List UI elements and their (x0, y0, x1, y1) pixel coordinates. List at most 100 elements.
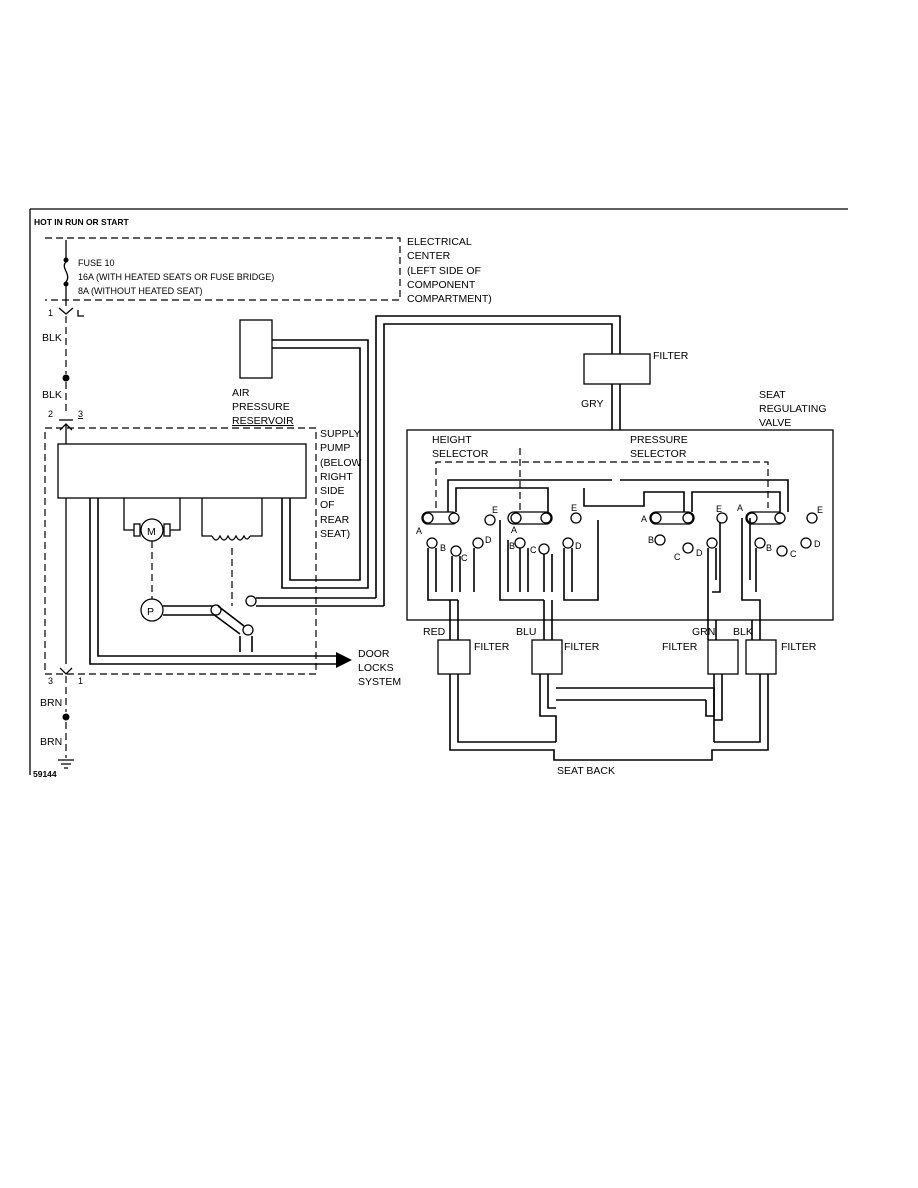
seat-back-label: SEAT BACK (557, 765, 615, 777)
pin-3-bottom: 3 (48, 676, 53, 686)
pump-line-1: SUPPLY (320, 428, 361, 440)
fuse-icon (63, 261, 69, 283)
ec-line-4: COMPONENT (407, 279, 476, 291)
p-e: E (716, 504, 722, 514)
height-tube-red (427, 548, 458, 601)
figure-id: 59144 (33, 769, 57, 779)
filter-blk (745, 639, 777, 675)
ground-tab-icon (77, 310, 84, 317)
motor-symbol: M (147, 526, 156, 538)
h2-b: B (509, 541, 515, 551)
height2-port-a (510, 512, 522, 524)
air-reservoir (239, 319, 273, 379)
coil-lead-left (201, 498, 212, 537)
h2-e: E (571, 503, 577, 513)
height-tube-blu (499, 520, 544, 601)
motor-brush-left (133, 523, 141, 537)
height2-tube-d (563, 520, 599, 601)
supply-hose-outer (375, 315, 621, 598)
height-port-c (450, 545, 462, 557)
reservoir-label: AIR PRESSURE RESERVOIR (232, 387, 294, 427)
p2-d: D (814, 539, 821, 549)
pressure-port-e (716, 512, 728, 524)
valve-line-2: REGULATING (759, 403, 826, 415)
pump-symbol: P (147, 606, 154, 618)
ec-line-1: ELECTRICAL (407, 236, 472, 248)
connector-3-icon (59, 667, 73, 675)
ec-line-2: CENTER (407, 250, 451, 262)
ground-icon (58, 759, 74, 769)
height2-tube-b (519, 548, 529, 592)
supply-pump-box (44, 427, 317, 675)
pressure-port-c (682, 542, 694, 554)
h2-d: D (575, 541, 582, 551)
reservoir-hose-inner (272, 347, 361, 581)
wire-label-brn-bottom: BRN (40, 736, 62, 748)
supply-hose-inner (383, 323, 613, 606)
top-filter (583, 353, 651, 385)
height-line-1: HEIGHT (432, 434, 472, 446)
h-b: B (440, 543, 446, 553)
filter-blk-label: FILTER (781, 641, 817, 653)
connector-1-icon (58, 307, 74, 315)
p-d: D (696, 548, 703, 558)
motor-lead-right (170, 498, 181, 531)
pump-valve-body (212, 605, 245, 635)
reservoir-line-2: PRESSURE (232, 401, 290, 413)
pressure2-port-a2 (774, 512, 786, 524)
door-locks-line-2: LOCKS (358, 662, 394, 674)
h-c: C (461, 553, 468, 563)
fuse-text: FUSE 10 16A (WITH HEATED SEATS OR FUSE B… (78, 258, 274, 296)
pressure-tube-grn (707, 548, 717, 640)
pump-to-supply-hose (256, 597, 384, 607)
wire-label-brn-top: BRN (40, 697, 62, 709)
pressure2-port-b (754, 537, 766, 549)
pressure2-port-d (800, 537, 812, 549)
door-locks-label: DOOR LOCKS SYSTEM (358, 648, 401, 688)
height-port-a (422, 512, 434, 524)
height-port-b (426, 537, 438, 549)
blu-hose-upper (543, 600, 553, 640)
reservoir-hose-outer (272, 339, 369, 589)
filter-blu (531, 639, 563, 675)
pin-2: 2 (48, 409, 53, 419)
pump-line-3: (BELOW (320, 457, 362, 469)
valve-line-1: SEAT (759, 389, 786, 401)
height2-port-c (538, 543, 550, 555)
pressure-line-2: SELECTOR (630, 448, 687, 460)
pressure2-port-e (806, 512, 818, 524)
pressure-tube-e (712, 522, 721, 593)
splice-dot-brn (62, 713, 70, 721)
pin-1-top: 1 (48, 308, 53, 318)
pressure-manifold (583, 479, 789, 512)
hose-red-label: RED (423, 626, 446, 638)
pump-line-8: SEAT) (320, 528, 350, 540)
ec-line-3: (LEFT SIDE OF (407, 265, 481, 277)
splice-dot-blk (62, 374, 70, 382)
hose-blk-label: BLK (733, 626, 753, 638)
filter-red-label: FILTER (474, 641, 510, 653)
height-port-d (472, 537, 484, 549)
seat-back-outer-hose (449, 674, 769, 761)
pump-line-5: SIDE (320, 485, 345, 497)
wire-label-blk-top: BLK (42, 332, 62, 344)
motor-lead-left (123, 498, 134, 531)
ec-line-5: COMPARTMENT) (407, 293, 492, 305)
pin-1-bottom: 1 (78, 676, 83, 686)
p2-c: C (790, 549, 797, 559)
pressure-port-b (654, 534, 666, 546)
pump-outlet-hose (239, 636, 253, 652)
seat-back-crossover (556, 687, 715, 742)
pump-outlet-fitting (242, 624, 254, 636)
red-hose-upper (449, 600, 459, 640)
pressure-port-group (649, 511, 695, 525)
height2-port-a2 (540, 512, 552, 524)
fuse-line-3: 8A (WITHOUT HEATED SEAT) (78, 286, 203, 296)
grn-to-seat-back (705, 674, 723, 721)
pump-check-valve (210, 604, 222, 616)
filter-grn-label: FILTER (662, 641, 698, 653)
pressure-line-1: PRESSURE (630, 434, 688, 446)
p-b: B (648, 535, 654, 545)
pump-line-4: RIGHT (320, 471, 353, 483)
pump-line-2: PUMP (320, 442, 350, 454)
